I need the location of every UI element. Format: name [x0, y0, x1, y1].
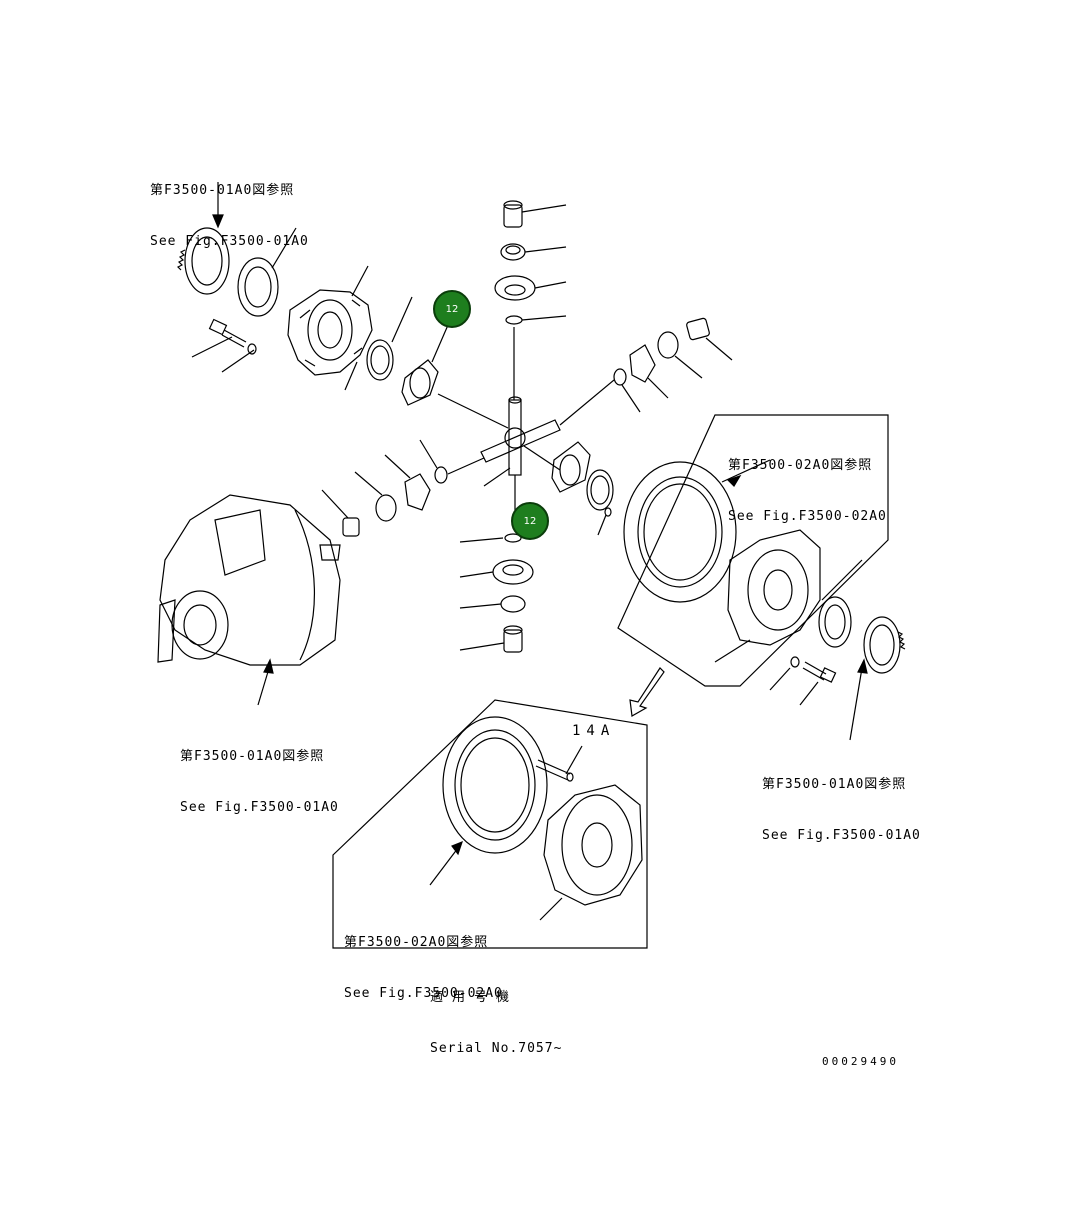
- callout-upper[interactable]: 12: [433, 290, 471, 328]
- pinion-stack-right: [613, 317, 710, 386]
- group-outline-upper: [617, 414, 889, 687]
- side-gear-lower: [551, 441, 614, 517]
- reference-right-lower-en: See Fig.F3500-01A0: [762, 828, 921, 843]
- side-gear-upper: [401, 359, 439, 406]
- reference-right-upper: 第F3500-02A0図参照 See Fig.F3500-02A0: [728, 423, 887, 542]
- inset-ring-gear: [442, 716, 548, 854]
- spider-cross: [480, 396, 561, 476]
- reference-right-lower: 第F3500-01A0図参照 See Fig.F3500-01A0: [762, 742, 921, 861]
- reference-left-lower-jp: 第F3500-01A0図参照: [180, 749, 325, 764]
- bolt-right: [790, 656, 837, 683]
- differential-case-right: [727, 529, 821, 646]
- inset-tag: 14A: [572, 723, 616, 739]
- ring-gear: [623, 461, 737, 603]
- inset-arrow: [629, 667, 665, 717]
- bearing-ring-top-left: [176, 227, 230, 295]
- inset-pin: [535, 759, 574, 782]
- pinion-stack-left: [342, 466, 448, 537]
- serial-note-jp: 適用号機: [430, 990, 519, 1005]
- bearing-right: [818, 596, 906, 674]
- figure-id: 00029490: [822, 1055, 899, 1068]
- reference-top-left-jp: 第F3500-01A0図参照: [150, 183, 295, 198]
- reference-top-left: 第F3500-01A0図参照 See Fig.F3500-01A0: [150, 148, 309, 267]
- reference-right-lower-jp: 第F3500-01A0図参照: [762, 777, 907, 792]
- axle-housing: [157, 494, 341, 666]
- thrust-washer-left: [366, 339, 394, 381]
- differential-case-half: [287, 289, 373, 376]
- serial-note-en: Serial No.7057~: [430, 1041, 563, 1056]
- callout-lower[interactable]: 12: [511, 502, 549, 540]
- reference-top-left-en: See Fig.F3500-01A0: [150, 234, 309, 249]
- inset-outline: [332, 699, 648, 949]
- reference-right-upper-en: See Fig.F3500-02A0: [728, 509, 887, 524]
- bolt-left: [208, 318, 257, 355]
- reference-inset-en: See Fig.F3500-02A0: [344, 986, 503, 1001]
- reference-inset: 第F3500-02A0図参照 See Fig.F3500-02A0: [344, 900, 503, 1019]
- pinion-stack-top: [494, 200, 536, 325]
- reference-right-upper-jp: 第F3500-02A0図参照: [728, 458, 873, 473]
- reference-left-lower-en: See Fig.F3500-01A0: [180, 800, 339, 815]
- pinion-stack-bottom: [492, 533, 534, 653]
- reference-inset-jp: 第F3500-02A0図参照: [344, 935, 489, 950]
- inset-differential-case: [543, 784, 643, 906]
- reference-left-lower: 第F3500-01A0図参照 See Fig.F3500-01A0: [180, 714, 339, 833]
- serial-note: 適用号機 Serial No.7057~: [430, 955, 562, 1074]
- bearing-cone: [237, 257, 279, 317]
